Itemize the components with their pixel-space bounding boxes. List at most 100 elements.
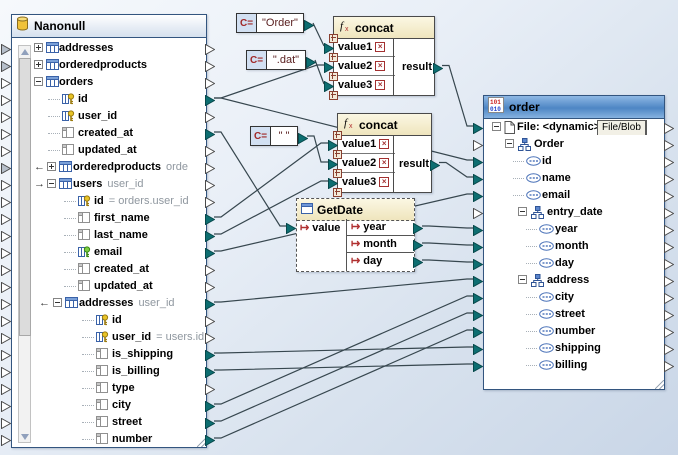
connection-line-source-addresses2-street--target-street[interactable] [214, 312, 474, 422]
delete-input-icon[interactable]: × [379, 158, 390, 168]
target-output-connector-day[interactable] [664, 257, 675, 271]
function-input-value3[interactable]: value3× [338, 173, 395, 191]
target-input-connector-name[interactable] [473, 172, 484, 186]
function-input-value2[interactable]: value2× [334, 57, 395, 76]
connection-line-source-addresses2-city--target-city[interactable] [214, 295, 474, 405]
concat1-input-connector-value1[interactable] [324, 41, 335, 55]
tree-toggle-collapse[interactable] [518, 207, 527, 216]
scrollbar-down-icon[interactable] [20, 432, 29, 441]
target-output-connector-number[interactable] [664, 325, 675, 339]
tree-toggle-expand[interactable] [34, 60, 43, 69]
source-input-connector-addresses2.is_billing[interactable] [1, 365, 12, 379]
target-row-day[interactable]: day [484, 255, 663, 271]
source-input-connector-orders.created_at[interactable] [1, 127, 12, 141]
target-output-connector-address[interactable] [664, 274, 675, 288]
getdate-input-connector-value[interactable] [286, 221, 297, 235]
source-input-connector-users.first_name[interactable] [1, 212, 12, 226]
source-input-connector-addresses2.is_shipping[interactable] [1, 348, 12, 362]
add-parameter-icon[interactable] [329, 91, 338, 100]
source-input-connector-users.last_name[interactable] [1, 229, 12, 243]
target-output-connector-Order[interactable] [664, 138, 675, 152]
target-input-connector-day[interactable] [473, 257, 484, 271]
target-output-connector-id[interactable] [664, 155, 675, 169]
target-row-street[interactable]: street [484, 306, 663, 322]
source-row-orderedproducts[interactable]: orderedproducts [12, 57, 205, 73]
delete-input-icon[interactable]: × [375, 61, 386, 71]
target-output-connector-email[interactable] [664, 189, 675, 203]
concat1-result-connector[interactable] [433, 61, 444, 74]
source-output-connector-addresses[interactable] [205, 42, 216, 56]
concat2-input-connector-value3[interactable] [328, 176, 339, 190]
source-input-connector-users.created_at[interactable] [1, 263, 12, 277]
add-parameter-icon[interactable] [333, 188, 342, 197]
source-row-orders[interactable]: orders [12, 74, 205, 90]
function-input-value2[interactable]: value2× [338, 154, 395, 173]
const-dat-output-connector[interactable] [306, 55, 317, 69]
target-row-Order[interactable]: Order [484, 136, 663, 152]
getdate-output-month[interactable]: ↦ month [347, 236, 414, 253]
source-output-connector-orders.updated_at[interactable] [205, 144, 216, 158]
source-output-connector-addresses2.type[interactable] [205, 382, 216, 396]
const-space-output-connector[interactable] [298, 131, 309, 145]
getdate-input-row[interactable]: ↦ value [300, 222, 341, 234]
source-output-connector-users[interactable] [205, 178, 216, 192]
source-tree-scrollbar[interactable] [18, 45, 31, 443]
tree-toggle-collapse[interactable] [518, 275, 527, 284]
connection-line-source-users-first_name--concat2-value1[interactable] [214, 142, 328, 218]
scrollbar-up-icon[interactable] [20, 47, 29, 56]
source-output-connector-users.id[interactable] [205, 195, 216, 209]
source-output-connector-users.email[interactable] [205, 246, 216, 260]
tree-toggle-collapse[interactable] [53, 298, 62, 307]
function-input-value3[interactable]: value3× [334, 76, 395, 94]
connection-line-concat1-result--target-file[interactable] [442, 64, 474, 127]
target-output-connector-shipping[interactable] [664, 342, 675, 356]
target-row-email[interactable]: email [484, 187, 663, 203]
target-input-connector-number[interactable] [473, 325, 484, 339]
source-input-connector-orderedproducts[interactable] [1, 59, 12, 73]
function-input-value1[interactable]: value1× [334, 38, 395, 57]
source-row-addresses[interactable]: addresses [12, 40, 205, 56]
source-row-addresses2.number[interactable]: number [12, 431, 205, 447]
source-input-connector-addresses2.number[interactable] [1, 433, 12, 447]
delete-input-icon[interactable]: × [379, 139, 390, 149]
target-row-id[interactable]: id [484, 153, 663, 169]
delete-input-icon[interactable]: × [375, 42, 386, 52]
source-row-addresses2.is_shipping[interactable]: is_shipping [12, 346, 205, 362]
source-output-connector-addresses2.number[interactable] [205, 433, 216, 447]
source-output-connector-addresses2.city[interactable] [205, 399, 216, 413]
constant-order[interactable]: C= "Order" [236, 13, 304, 33]
target-input-connector-email[interactable] [473, 189, 484, 203]
target-output-connector-month[interactable] [664, 240, 675, 254]
concat2-input-connector-value2[interactable] [328, 157, 339, 171]
getdate-output-connector-day[interactable] [413, 255, 424, 269]
target-row-entry_date[interactable]: entry_date [484, 204, 663, 220]
target-row-name[interactable]: name [484, 170, 663, 186]
source-input-connector-users.email[interactable] [1, 246, 12, 260]
target-input-connector-street[interactable] [473, 308, 484, 322]
target-row-city[interactable]: city [484, 289, 663, 305]
concat1-input-connector-value3[interactable] [324, 79, 335, 93]
connection-line-getdate-day--target-day[interactable] [422, 259, 474, 263]
source-output-connector-addresses2.street[interactable] [205, 416, 216, 430]
const-order-output-connector[interactable] [304, 18, 315, 32]
target-row-year[interactable]: year [484, 221, 663, 237]
add-parameter-icon[interactable] [329, 34, 338, 43]
source-input-connector-addresses2.street[interactable] [1, 416, 12, 430]
constant-space[interactable]: C= " " [250, 126, 298, 146]
source-input-connector-addresses[interactable] [1, 42, 12, 56]
connection-line-getdate-month--target-month[interactable] [422, 242, 474, 246]
target-input-connector-month[interactable] [473, 240, 484, 254]
source-row-users.email[interactable]: email [12, 244, 205, 260]
source-row-addresses2.city[interactable]: city [12, 397, 205, 413]
source-input-connector-users.updated_at[interactable] [1, 280, 12, 294]
target-input-connector-shipping[interactable] [473, 342, 484, 356]
target-output-connector-file[interactable] [664, 121, 675, 135]
source-output-connector-addresses2.is_billing[interactable] [205, 365, 216, 379]
